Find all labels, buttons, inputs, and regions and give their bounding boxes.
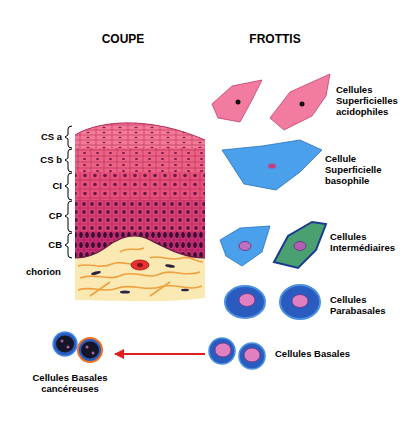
layer-label: CI [24, 180, 62, 191]
layer-label: chorion [26, 266, 72, 277]
cell-label: Cellules Intermédiaires [330, 231, 398, 253]
cell-label: Cellule Superficielle basophile [325, 153, 397, 186]
layer-label: CS a [24, 131, 62, 142]
cell-label: Cellules Basales cancéreuses [25, 372, 115, 394]
layer-label: CP [24, 210, 62, 221]
cell-group: Cellule Superficielle basophile [215, 138, 400, 195]
cell-label: Cellules Basales [275, 348, 385, 359]
layer-label: CB [24, 239, 62, 250]
progression-arrow [115, 353, 205, 355]
cell-group: Cellules Parabasales [220, 282, 400, 324]
cell-label: Cellules Superficielles acidophiles [336, 84, 400, 117]
cell-group: Cellules Intermédiaires [215, 215, 400, 275]
cell-group: Cellules Superficielles acidophiles [205, 70, 400, 135]
layer-label: CS b [24, 154, 62, 165]
cell-group: Cellules Basales [205, 335, 395, 373]
cell-group: Cellules Basales cancéreuses [25, 328, 115, 394]
cell-label: Cellules Parabasales [330, 294, 398, 316]
section-heading: COUPE [88, 32, 158, 46]
smear-heading: FROTTIS [240, 32, 310, 46]
